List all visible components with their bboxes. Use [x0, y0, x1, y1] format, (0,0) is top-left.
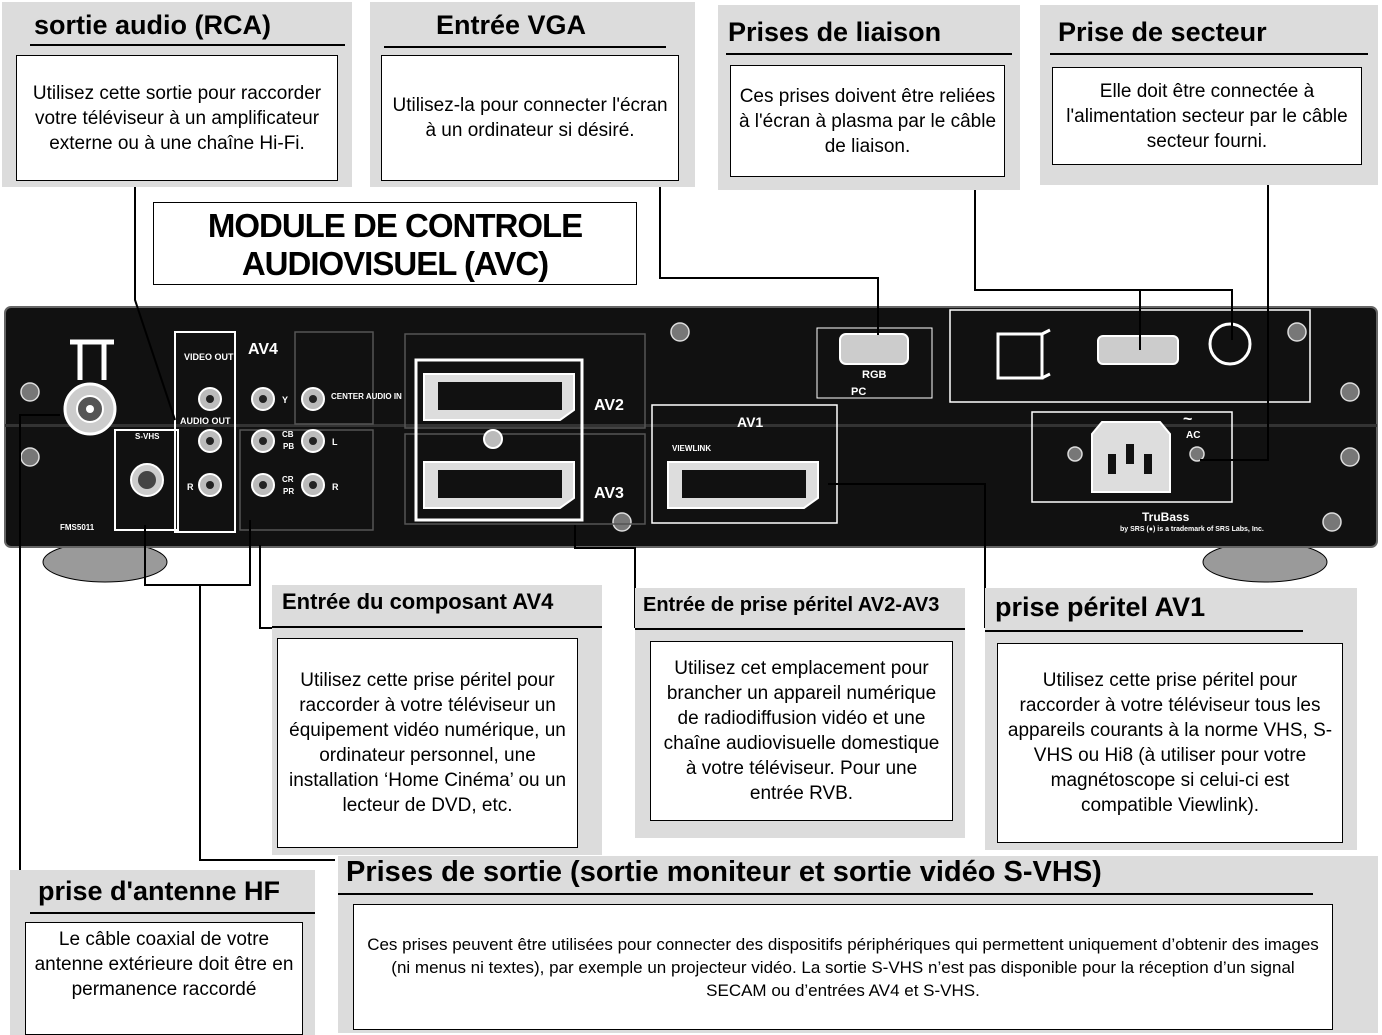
model-label: FMS5011 [60, 523, 95, 532]
callout-sortie-body: Ces prises peuvent être utilisées pour c… [353, 904, 1333, 1030]
pc-label: PC [851, 386, 866, 398]
antenna-icon [70, 339, 114, 380]
callout-av2av3-title: Entrée de prise péritel AV2-AV3 [643, 594, 940, 616]
av3-label: AV3 [594, 485, 624, 502]
cb-label: CB [282, 430, 294, 439]
l-label: L [332, 437, 338, 447]
av2-label: AV2 [594, 397, 624, 414]
callout-vga: Entrée VGA Utilisez-la pour connecter l'… [370, 2, 695, 187]
video-out-label: VIDEO OUT [184, 352, 234, 362]
ac-symbol-icon: ~ [1183, 411, 1192, 428]
ac-label: AC [1186, 430, 1200, 441]
callout-av1-body: Utilisez cette prise péritel pour raccor… [997, 643, 1343, 843]
screw-icon [1287, 322, 1307, 342]
module-title-line2: AUDIOVISUEL (AVC) [241, 245, 549, 282]
callout-audio-out-title: sortie audio (RCA) [34, 10, 272, 40]
callout-sortie: Prises de sortie (sortie moniteur et sor… [338, 856, 1378, 1033]
av3-scart-socket[interactable] [423, 461, 575, 509]
callout-secteur-body: Elle doit être connectée à l'alimentatio… [1052, 67, 1362, 165]
screw-icon [612, 512, 632, 532]
screw-icon [1340, 447, 1360, 467]
center-audio-label: CENTER AUDIO IN [331, 392, 402, 401]
av4-label: AV4 [248, 341, 278, 358]
screw-icon [1322, 512, 1342, 532]
pb-label: PB [283, 442, 294, 451]
y-label: Y [282, 395, 288, 405]
callout-audio-out-body: Utilisez cette sortie pour raccorder vot… [16, 55, 338, 181]
screw-icon [1189, 446, 1205, 462]
liaison-round-connector[interactable] [1208, 322, 1252, 366]
screw-icon [1340, 382, 1360, 402]
callout-antenne-title: prise d'antenne HF [38, 876, 280, 906]
svhs-label: S-VHS [135, 432, 160, 441]
cr-label: CR [282, 475, 294, 484]
liaison-connector[interactable] [1097, 335, 1179, 365]
screw-icon [20, 382, 40, 402]
module-title-line1: MODULE DE CONTROLE [207, 207, 583, 244]
callout-secteur-title: Prise de secteur [1058, 17, 1267, 47]
callout-vga-body: Utilisez-la pour connecter l'écran à un … [381, 55, 679, 181]
module-title: MODULE DE CONTROLE AUDIOVISUEL (AVC) [153, 202, 637, 285]
callout-liaison-body: Ces prises doivent être reliées à l'écra… [730, 65, 1005, 177]
av1-label: AV1 [737, 414, 763, 430]
r-label-out: R [187, 482, 194, 492]
callout-vga-title: Entrée VGA [436, 10, 587, 40]
callout-liaison: Prises de liaison Ces prises doivent êtr… [718, 5, 1020, 190]
screw-icon [20, 447, 40, 467]
ac-power-socket[interactable] [1091, 421, 1171, 493]
callout-liaison-title: Prises de liaison [728, 17, 942, 47]
callout-av1-title: prise péritel AV1 [995, 592, 1206, 622]
callout-antenne: prise d'antenne HF Le câble coaxial de v… [10, 870, 315, 1035]
pr-label: PR [283, 487, 294, 496]
callout-av2av3-body: Utilisez cet emplacement pour brancher u… [650, 641, 953, 821]
vga-connector[interactable] [839, 333, 909, 365]
screw-icon [670, 322, 690, 342]
callout-av4: Entrée du composant AV4 Utilisez cette p… [272, 585, 602, 855]
callout-av1: prise péritel AV1 Utilisez cette prise p… [985, 588, 1357, 850]
callout-antenne-body: Le câble coaxial de votre antenne extéri… [25, 922, 303, 1035]
r-label: R [332, 482, 339, 492]
trubass-label: TruBass [1142, 510, 1190, 524]
viewlink-label: VIEWLINK [672, 444, 711, 453]
callout-av2av3: Entrée de prise péritel AV2-AV3 Utilisez… [635, 588, 965, 838]
av1-scart-socket[interactable] [667, 461, 819, 509]
callout-av4-title: Entrée du composant AV4 [282, 589, 554, 614]
screw-icon [1067, 446, 1083, 462]
callout-audio-out: sortie audio (RCA) Utilisez cette sortie… [2, 2, 352, 187]
audio-out-label: AUDIO OUT [180, 416, 231, 426]
srs-trademark: by SRS (●) is a trademark of SRS Labs, I… [1120, 526, 1264, 533]
rgb-label: RGB [862, 369, 887, 381]
av2-scart-socket[interactable] [423, 373, 575, 421]
avc-rear-panel: VIDEO OUT AUDIO OUT S-VHS AV4 CENTER AUD… [4, 306, 1378, 583]
callout-secteur: Prise de secteur Elle doit être connecté… [1040, 5, 1378, 185]
callout-av4-body: Utilisez cette prise péritel pour raccor… [277, 638, 578, 848]
callout-sortie-title: Prises de sortie (sortie moniteur et sor… [346, 856, 1102, 888]
